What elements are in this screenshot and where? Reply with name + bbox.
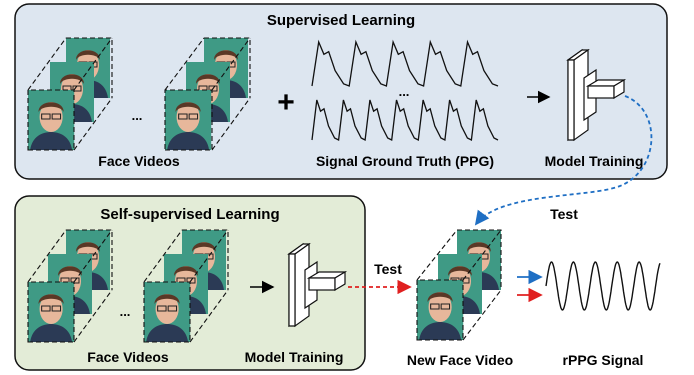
face-videos-label-top: Face Videos xyxy=(98,153,180,169)
face-thumbnail-icon xyxy=(143,281,191,343)
face-video-stack-4 xyxy=(143,229,229,343)
test-label-top: Test xyxy=(550,206,578,222)
face-thumbnail-icon xyxy=(27,89,75,151)
model-block-icon xyxy=(566,48,627,142)
self-supervised-learning-panel: Self-supervised Learning ... Face Videos xyxy=(14,195,366,371)
face-video-stack-2 xyxy=(164,37,251,151)
supervised-title: Supervised Learning xyxy=(267,12,415,29)
ellipsis-2: ... xyxy=(120,304,131,319)
model-block-icon xyxy=(287,242,348,328)
signal-ellipsis: ... xyxy=(399,84,410,99)
face-thumbnail-icon xyxy=(416,279,464,341)
face-video-stack-1 xyxy=(27,37,113,151)
face-thumbnail-icon xyxy=(27,281,75,343)
ppg-waveform-top xyxy=(311,39,499,87)
ppg-waveforms: ... xyxy=(311,39,499,142)
plus-sign: + xyxy=(277,86,295,119)
test-label-bottom: Test xyxy=(374,261,402,277)
test-arrow-supervised xyxy=(474,95,653,226)
new-face-video-label: New Face Video xyxy=(407,352,513,368)
face-video-stack-3 xyxy=(27,229,113,343)
face-thumbnail-icon xyxy=(164,89,212,151)
model-training-label-bottom: Model Training xyxy=(245,349,344,365)
new-face-video-stack xyxy=(416,229,502,341)
rppg-signal-label: rPPG Signal xyxy=(563,352,644,368)
supervised-learning-panel: Supervised Learning ... Face Videos + ..… xyxy=(14,3,668,180)
rppg-waveform xyxy=(545,261,661,311)
face-videos-label-bottom: Face Videos xyxy=(87,349,169,365)
ppg-waveform-bottom xyxy=(311,99,499,142)
signal-ground-truth-label: Signal Ground Truth (PPG) xyxy=(316,153,494,169)
ellipsis-1: ... xyxy=(132,108,143,123)
model-training-label-top: Model Training xyxy=(545,153,644,169)
self-supervised-title: Self-supervised Learning xyxy=(100,206,279,223)
